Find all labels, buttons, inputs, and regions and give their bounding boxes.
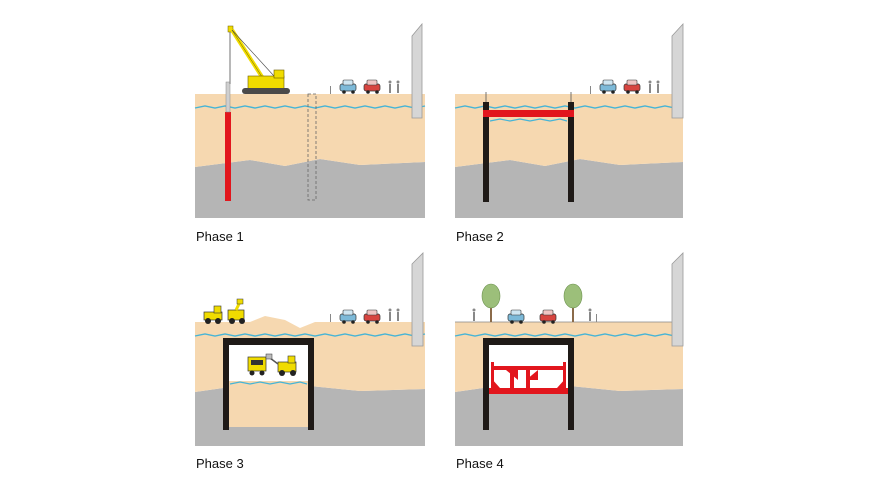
phase-1-panel: Phase 1 [190,20,430,244]
car-icon [339,309,357,324]
inner-water-line [489,118,568,122]
excavator-icon [227,298,245,324]
phase-3-illustration [194,252,426,446]
loader-icon [203,305,223,324]
phase-2-panel: Phase 2 [450,20,690,244]
left-wall [223,338,229,430]
building-icon [671,252,684,347]
top-slab [483,338,574,345]
person-icon [472,308,597,322]
phase-4-panel: Phase 4 [450,250,690,471]
car-icon [507,309,525,324]
person-icon [330,308,400,322]
sheet-pile-upper [225,81,231,113]
phase-1-illustration [194,22,426,218]
tree-icon [563,283,583,322]
car-icon [363,309,381,324]
phase-4-label: Phase 4 [456,456,504,471]
left-wall [483,102,489,202]
building-icon [411,22,423,119]
phase-2-illustration [454,22,684,218]
groundwater-line [194,105,426,109]
car-icon [363,79,381,94]
car-icon [339,79,357,94]
left-wall [483,338,489,430]
tunnel-structure [489,362,568,394]
planned-pile-outline [307,93,317,201]
building-icon [671,22,684,119]
building-icon [411,252,424,347]
tree-icon [481,283,501,322]
right-wall [568,102,574,202]
phase-4-illustration [454,252,684,446]
car-icon [599,79,617,94]
top-slab [223,338,314,345]
car-icon [539,309,557,324]
right-wall [568,338,574,430]
groundwater-line [454,333,684,337]
groundwater-line [194,333,426,337]
sand-layer [195,94,425,167]
right-wall [308,338,314,430]
phase-3-label: Phase 3 [196,456,244,471]
rock-layer [195,159,425,218]
crane-icon [227,25,290,94]
car-icon [623,79,641,94]
phase-1-label: Phase 1 [196,229,244,244]
sheet-pile [225,112,231,201]
phase-2-label: Phase 2 [456,229,504,244]
loader-icon [265,353,297,376]
top-slab [483,110,574,117]
person-icon [590,80,660,94]
phase-3-panel: Phase 3 [190,250,430,471]
truck-icon [247,356,267,376]
inner-water-line [229,381,308,385]
person-icon [330,80,400,94]
